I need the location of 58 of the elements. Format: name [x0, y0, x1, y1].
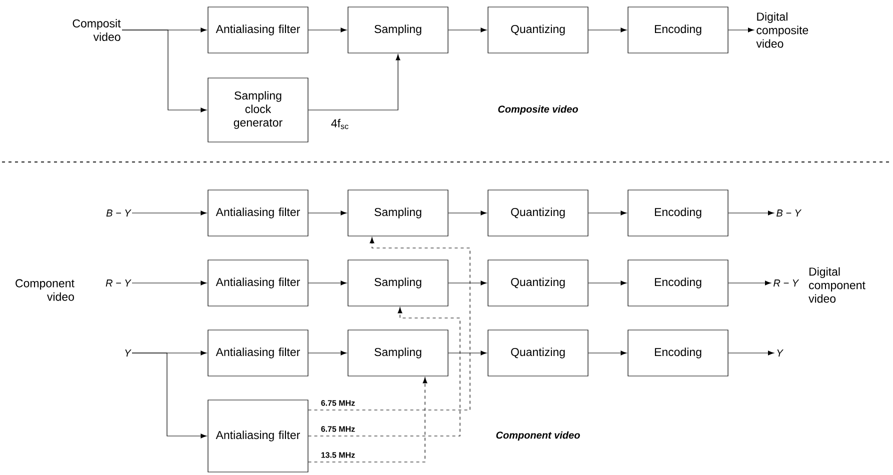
- arrow: [448, 350, 487, 356]
- section-caption: Component video: [496, 431, 580, 441]
- process-box: Encoding: [628, 190, 728, 236]
- arrow: [308, 210, 347, 216]
- arrow: [448, 210, 487, 216]
- arrow: [308, 350, 347, 356]
- process-box: Antialiasing filter: [208, 190, 308, 236]
- arrow: [728, 350, 774, 356]
- arrow: [448, 280, 487, 286]
- process-box: Sampling: [348, 190, 448, 236]
- arrow: [588, 350, 627, 356]
- process-box: Encoding: [628, 260, 728, 306]
- arrow: [588, 210, 627, 216]
- process-box: Quantizing: [488, 190, 588, 236]
- arrow: [728, 210, 774, 216]
- process-box: Antialiasing filter: [208, 260, 308, 306]
- process-box: Sampling: [348, 330, 448, 376]
- signal-label: Digital component video: [808, 267, 866, 303]
- arrow: [588, 28, 627, 32]
- arrow: [308, 377, 428, 462]
- signal-label: Digital composite video: [756, 12, 808, 48]
- process-box: Encoding: [628, 6, 728, 54]
- process-box: Quantizing: [488, 330, 588, 376]
- process-box: Sampling: [348, 260, 448, 306]
- edge-label: 13.5 MHz: [320, 451, 356, 459]
- signal-label: Component video: [16, 279, 74, 301]
- arrow: [132, 280, 207, 286]
- arrow: [308, 307, 460, 436]
- arrow: [132, 352, 207, 438]
- arrow: [308, 237, 470, 410]
- arrow: [308, 28, 347, 32]
- edge-label: 6.75 MHz: [320, 399, 356, 407]
- edge-label: 6.75 MHz: [320, 425, 356, 433]
- edge-label: 4f$_{sc}$: [330, 118, 350, 130]
- process-box: Quantizing: [488, 6, 588, 54]
- signal-label: R − Y: [106, 280, 132, 286]
- process-box: Antialiasing filter: [208, 400, 308, 472]
- signal-label: Y: [125, 350, 132, 356]
- signal-label: Y: [777, 350, 784, 356]
- signal-label: Composit video: [72, 19, 121, 41]
- process-box: Antialiasing filter: [208, 6, 308, 54]
- signal-label: R − Y: [774, 280, 800, 286]
- process-box: Quantizing: [488, 260, 588, 306]
- arrow: [728, 28, 754, 32]
- arrow: [308, 280, 347, 286]
- arrow: [308, 54, 400, 110]
- signal-label: B − Y: [776, 210, 802, 216]
- section-caption: Composite video: [498, 105, 578, 115]
- process-box: Sampling clock generator: [208, 78, 308, 142]
- process-box: Antialiasing filter: [208, 330, 308, 376]
- arrow: [132, 210, 207, 216]
- process-box: Sampling: [348, 6, 448, 54]
- arrow: [448, 28, 487, 32]
- arrow: [588, 280, 627, 286]
- arrow: [728, 280, 772, 286]
- arrow: [122, 30, 207, 112]
- signal-label: B − Y: [106, 210, 132, 216]
- process-box: Encoding: [628, 330, 728, 376]
